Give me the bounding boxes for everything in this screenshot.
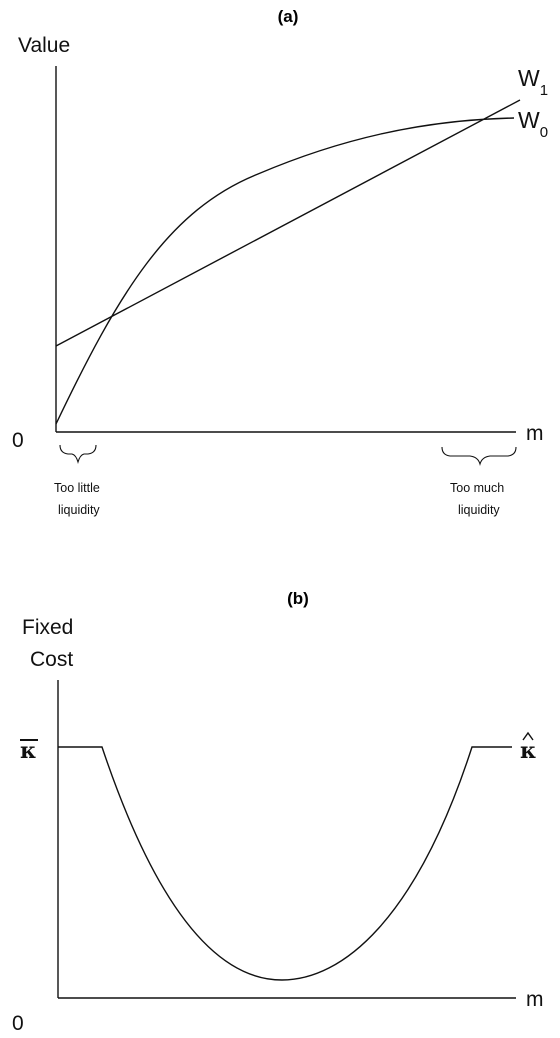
w1-label-base: W [518,65,540,91]
w0-label-subscript: 0 [540,124,548,141]
panel-a-y-axis-label: Value [18,34,70,57]
kappa-hat-accent [522,731,534,741]
panel-b-x-axis-label: m [526,988,544,1011]
fixed-cost-curve [58,746,512,981]
w1-label: W1 [518,65,548,99]
too-much-annotation-line2: liquidity [458,503,500,517]
panel-a-origin-label: 0 [12,429,24,452]
too-little-brace [59,444,97,465]
panel-b-y-axis-label-line1: Fixed [22,616,73,639]
panel-b-y-axis-label-line2: Cost [30,648,73,671]
w0-label: W0 [518,107,548,141]
panel-a-label: (a) [278,7,299,26]
w0-curve [55,117,515,425]
kappa-hat-symbol: κ [520,738,537,764]
w1-curve [55,99,521,347]
too-much-annotation-line1: Too much [450,481,504,495]
panel-a-x-axis-label: m [526,422,544,445]
w0-label-base: W [518,107,540,133]
kappa-bar-symbol: κ [20,738,37,764]
kappa-hat-label: κ [520,731,537,764]
too-little-annotation-line1: Too little [54,481,100,495]
panel-b: (b) Fixed Cost 0 m κ κ [12,589,544,1035]
panel-b-label: (b) [287,589,309,608]
too-much-brace [441,446,517,466]
panel-a: (a) Value 0 m W1 W0 Too little liquidity… [12,7,548,517]
w1-label-subscript: 1 [540,82,548,99]
too-little-annotation-line2: liquidity [58,503,100,517]
panel-b-origin-label: 0 [12,1012,24,1035]
kappa-bar-label: κ [20,738,38,764]
